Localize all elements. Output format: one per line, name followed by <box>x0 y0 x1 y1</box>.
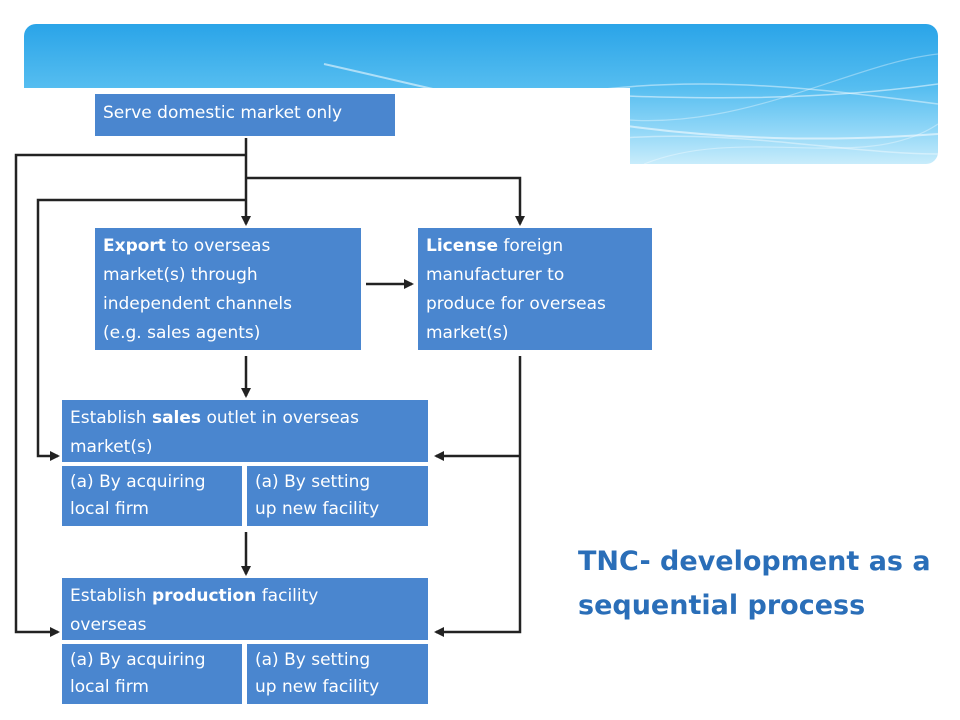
sales-option-new-facility: (a) By setting up new facility <box>247 466 428 526</box>
license-line-3: produce for overseas <box>426 294 606 314</box>
license-line-4: market(s) <box>426 323 509 343</box>
production-option-acquire: (a) By acquiring local firm <box>62 644 242 704</box>
production-pre-text: Establish <box>70 586 152 606</box>
production-option-new-facility: (a) By setting up new facility <box>247 644 428 704</box>
license-line-1: License foreign <box>426 232 644 261</box>
export-box: Export to overseas market(s) through ind… <box>95 228 361 350</box>
export-keyword: Export <box>103 236 166 256</box>
sales-acquire-line-2: local firm <box>70 499 149 519</box>
production-new-line-2: up new facility <box>255 677 380 697</box>
production-facility-box: Establish production facility overseas <box>62 578 428 640</box>
domestic-market-label: Serve domestic market only <box>103 103 343 123</box>
sales-pre-text: Establish <box>70 408 152 428</box>
sales-outlet-line-1: Establish sales outlet in overseas <box>70 404 420 433</box>
license-line-1-text: foreign <box>498 236 564 256</box>
sales-post-text: outlet in overseas <box>201 408 359 428</box>
production-post-text: facility <box>256 586 319 606</box>
domestic-market-box: Serve domestic market only <box>95 94 395 136</box>
license-line-2: manufacturer to <box>426 265 565 285</box>
export-line-2: market(s) through <box>103 265 258 285</box>
production-acquire-line-1: (a) By acquiring <box>70 650 206 670</box>
sales-option-acquire: (a) By acquiring local firm <box>62 466 242 526</box>
slide-title: TNC- development as a sequential process <box>578 540 958 628</box>
sales-outlet-line-2: market(s) <box>70 437 153 457</box>
license-box: License foreign manufacturer to produce … <box>418 228 652 350</box>
production-acquire-line-2: local firm <box>70 677 149 697</box>
production-keyword: production <box>151 586 257 606</box>
sales-outlet-box: Establish sales outlet in overseas marke… <box>62 400 428 462</box>
sales-new-line-1: (a) By setting <box>255 472 371 492</box>
production-line-1: Establish production facility <box>70 582 420 611</box>
production-line-2: overseas <box>70 615 147 635</box>
sales-acquire-line-1: (a) By acquiring <box>70 472 206 492</box>
export-line-1-text: to overseas <box>165 236 271 256</box>
slide-title-line-2: sequential process <box>578 590 866 621</box>
slide-title-line-1: TNC- development as a <box>578 546 931 577</box>
license-keyword: License <box>426 236 499 256</box>
production-new-line-1: (a) By setting <box>255 650 371 670</box>
sales-new-line-2: up new facility <box>255 499 380 519</box>
export-line-3: independent channels <box>103 294 292 314</box>
export-line-4: (e.g. sales agents) <box>103 323 261 343</box>
export-line-1: Export to overseas <box>103 232 353 261</box>
sales-keyword: sales <box>151 408 202 428</box>
